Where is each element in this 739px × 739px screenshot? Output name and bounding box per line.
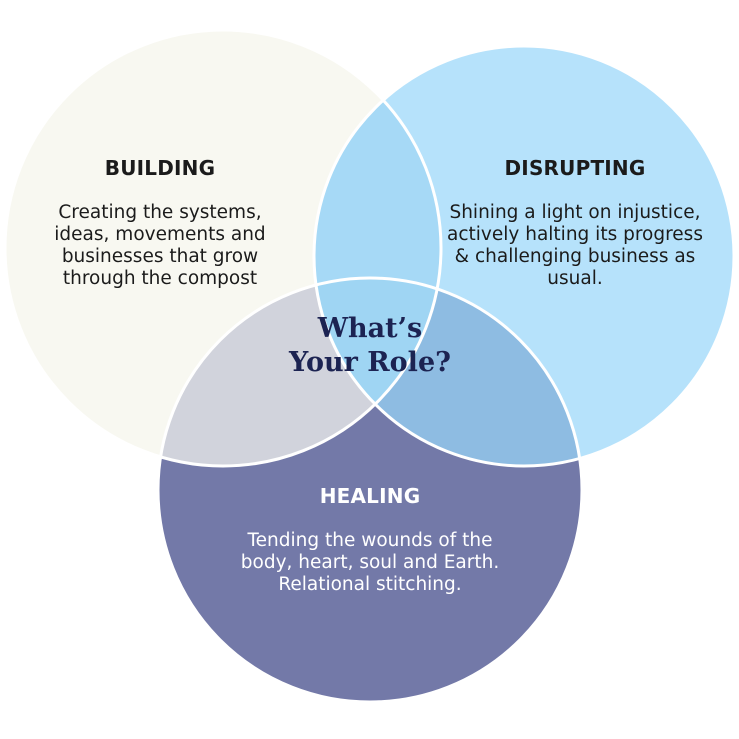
- disrupting-title: DISRUPTING: [504, 156, 646, 180]
- disrupting-description-line: usual.: [547, 268, 603, 289]
- disrupting-outline: [312, 44, 736, 468]
- healing-outline: [156, 276, 584, 704]
- center-title-line: What’s: [317, 313, 423, 344]
- healing-description-line: body, heart, soul and Earth.: [240, 552, 500, 573]
- healing-title: HEALING: [319, 484, 421, 508]
- building-description-line: businesses that grow: [61, 246, 259, 267]
- building-title: BUILDING: [104, 156, 216, 180]
- healing-description-line: Tending the wounds of the: [247, 530, 493, 551]
- healing-description: Tending the wounds of the body, heart, s…: [210, 530, 530, 596]
- disrupting-description-line: actively halting its progress: [447, 224, 703, 245]
- disrupting-description-line: & challenging business as: [454, 246, 696, 267]
- overlap-disrupting-healing: [314, 278, 582, 466]
- building-description: Creating the systems, ideas, movements a…: [20, 202, 300, 290]
- disrupting-description: Shining a light on injustice, actively h…: [425, 202, 725, 290]
- building-description-line: through the compost: [62, 268, 258, 289]
- center-title: What’s Your Role?: [270, 312, 470, 380]
- building-description-line: Creating the systems,: [58, 202, 262, 223]
- building-description-line: ideas, movements and: [54, 224, 266, 245]
- center-title-line: Your Role?: [289, 347, 451, 378]
- healing-description-line: Relational stitching.: [278, 574, 462, 595]
- overlap-building-healing: [158, 278, 441, 466]
- building-outline: [3, 28, 443, 468]
- disrupting-description-line: Shining a light on injustice,: [449, 202, 701, 223]
